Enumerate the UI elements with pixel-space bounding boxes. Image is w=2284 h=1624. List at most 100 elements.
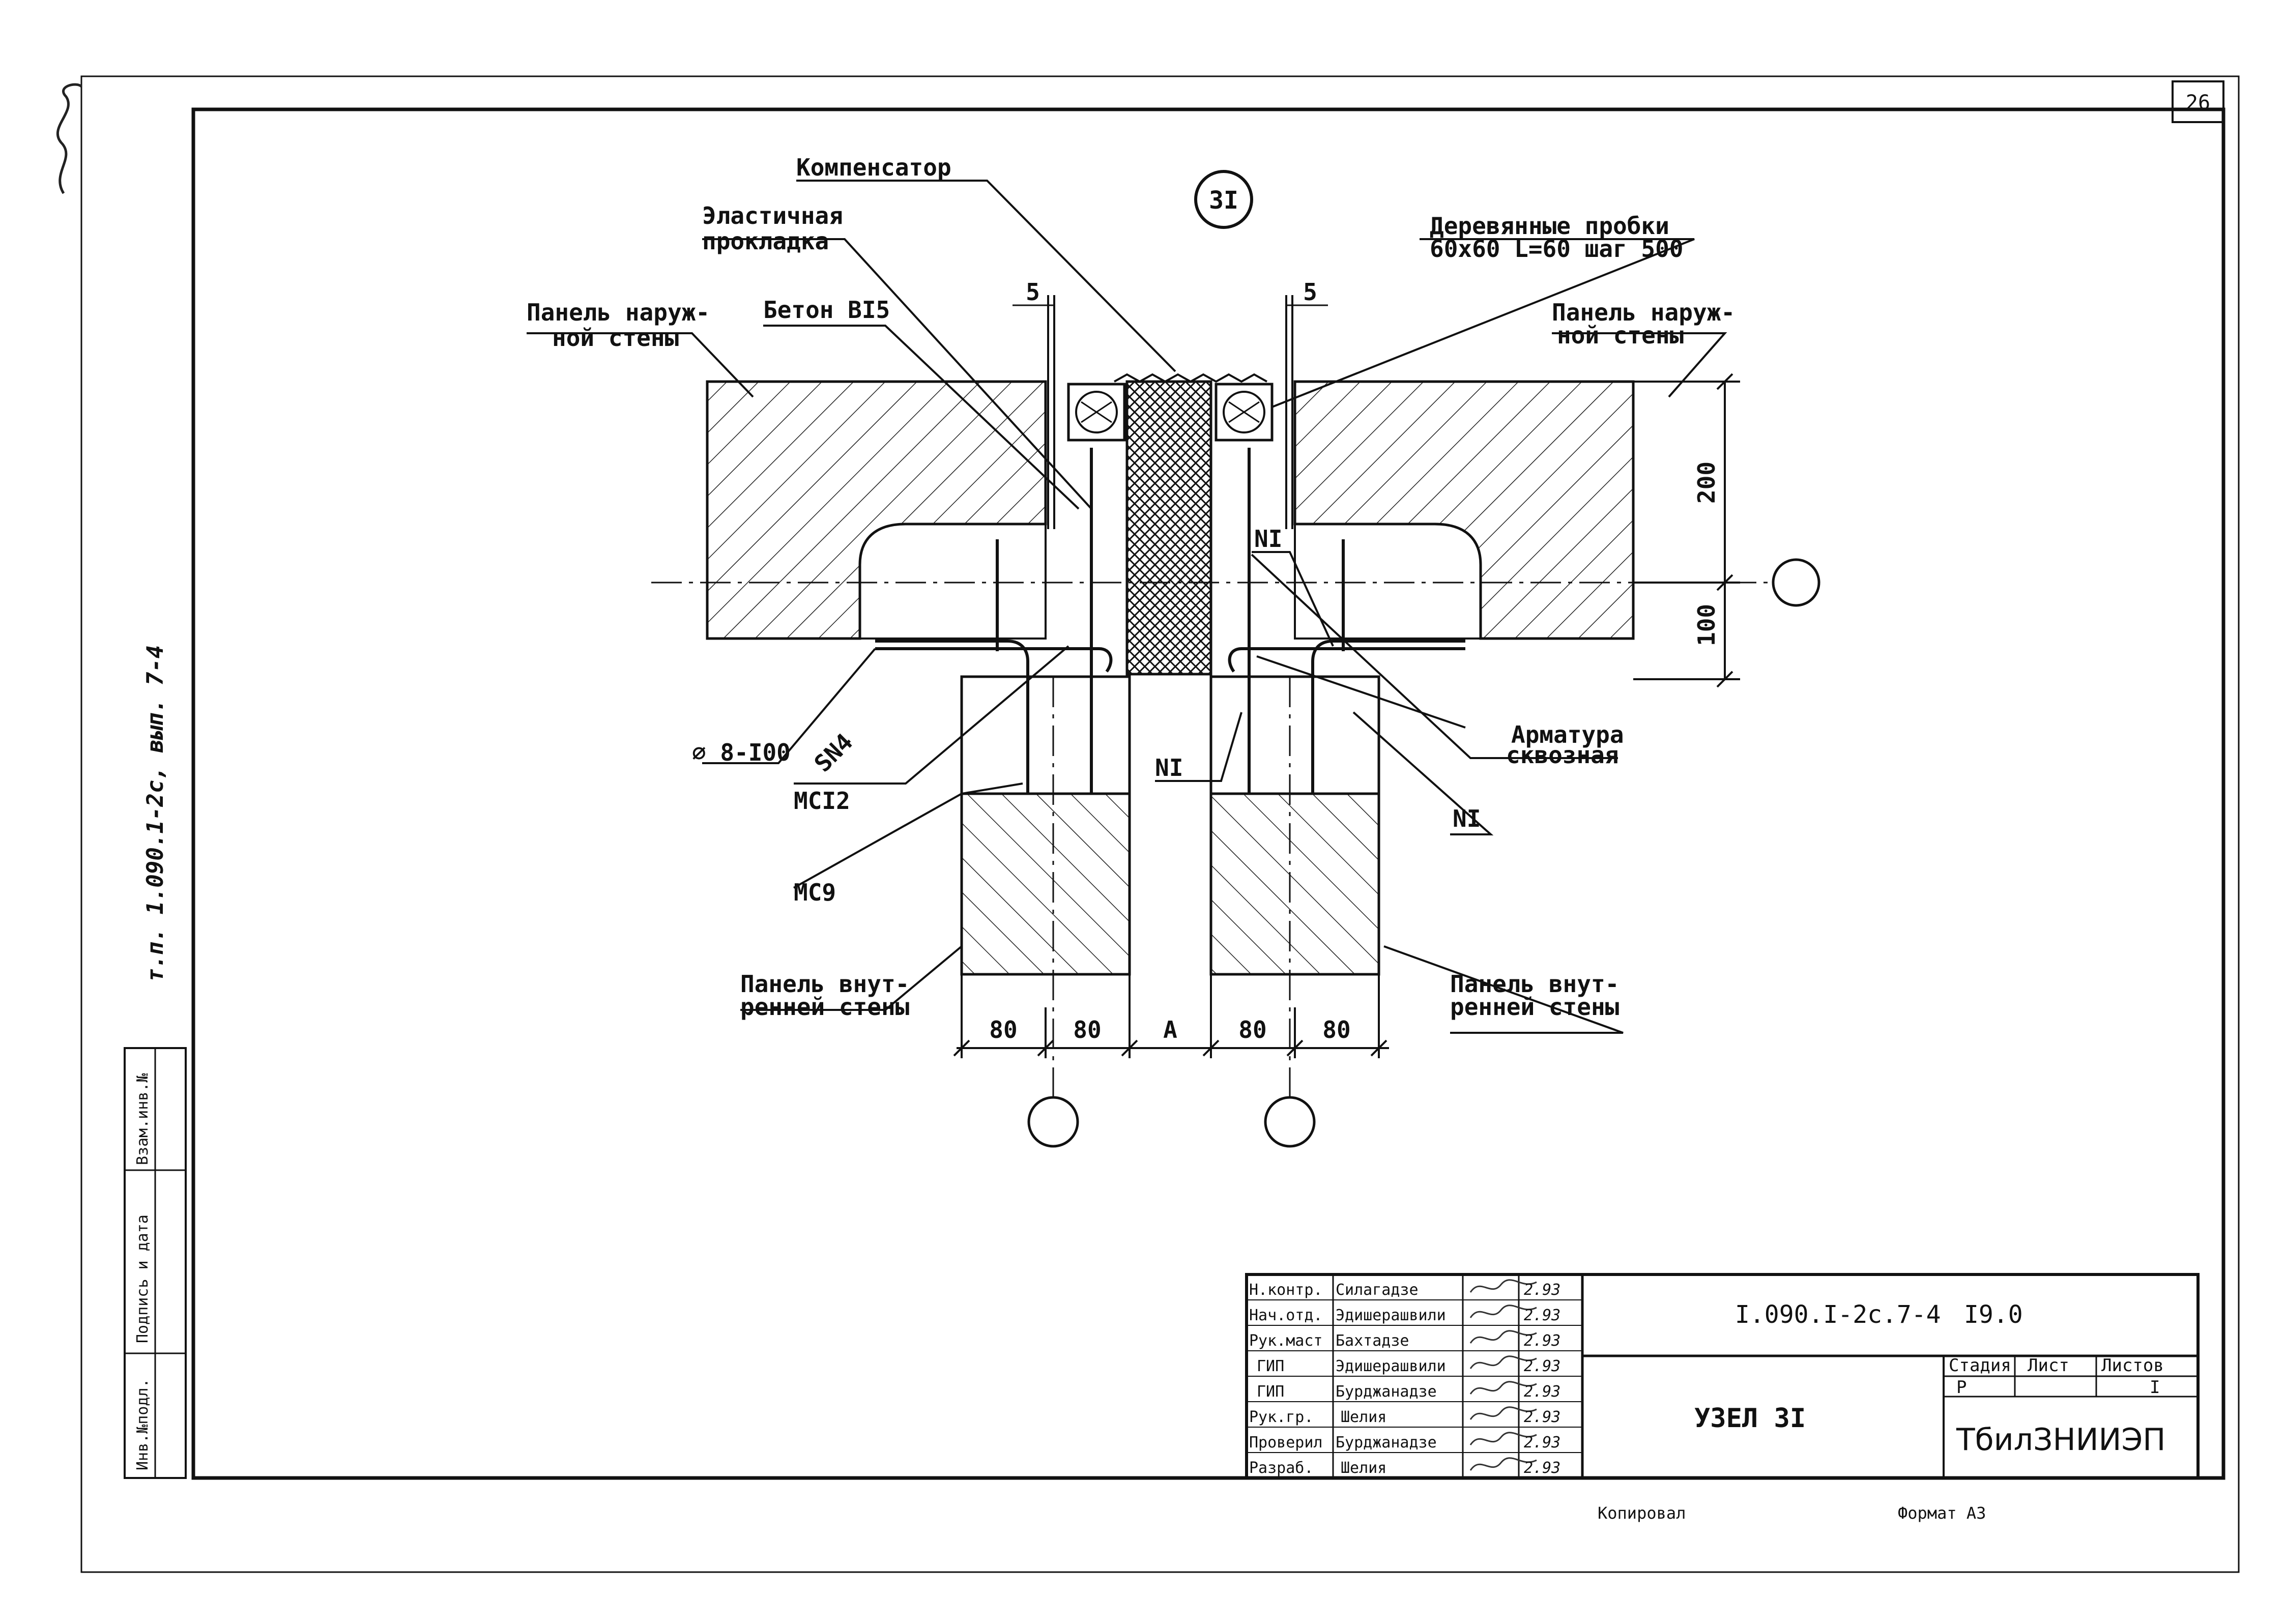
dim-80-2: 80 — [1073, 1016, 1101, 1043]
margin-note: т.п. 1.090.1-2с, вып. 7-4 — [142, 645, 168, 982]
tb-name-6: Бурджанадзе — [1336, 1434, 1437, 1452]
dim-80-1: 80 — [989, 1016, 1017, 1043]
title-block-rows: Н.контр. Нач.отд. Рук.маст ГИП ГИП Рук.г… — [1249, 1279, 1560, 1477]
horizontal-dimensions — [953, 974, 1389, 1058]
inner-wall-panel-left — [960, 675, 1131, 976]
label-compensator: Компенсатор — [796, 154, 951, 181]
label-outer-left-1: Панель наруж- — [527, 299, 710, 326]
node-marker-label: 3I — [1209, 186, 1238, 215]
footer-format: Формат А3 — [1898, 1503, 1986, 1523]
footer-copied: Копировал — [1598, 1503, 1686, 1523]
tb-sheets-header: Листов — [2101, 1355, 2164, 1376]
tb-sign-5 — [1469, 1406, 1537, 1420]
stamp-inv-label: Инв.№подл. — [134, 1378, 152, 1470]
tb-date-5: 2.93 — [1524, 1408, 1560, 1426]
tb-sign-0 — [1469, 1279, 1537, 1293]
tb-organization: ТбилЗНИИЭП — [1956, 1422, 2165, 1458]
tb-name-0: Силагадзе — [1336, 1281, 1419, 1299]
axis-bubble-right — [1772, 558, 1820, 607]
axis-bubble-center — [1264, 1096, 1316, 1148]
left-stamp: Инв.№подл. Подпись и дата Взам.инв.№ — [124, 1047, 187, 1479]
tb-role-6: Проверил — [1249, 1434, 1323, 1452]
tb-stage-value: Р — [1956, 1377, 1967, 1398]
rebar-group — [875, 448, 1465, 794]
concrete-infill-right — [1294, 523, 1482, 640]
concrete-infill-left — [859, 523, 1047, 640]
label-ni-mid: NI — [1155, 754, 1183, 781]
label-outer-right-1: Панель наруж- — [1552, 299, 1735, 326]
tb-date-7: 2.93 — [1524, 1459, 1560, 1477]
tb-name-1: Эдишерашвили — [1336, 1307, 1446, 1324]
label-outer-left-2: ной стены — [552, 324, 679, 352]
tb-name-5: Шелия — [1341, 1408, 1386, 1426]
tb-date-2: 2.93 — [1524, 1332, 1560, 1350]
dim-80-4: 80 — [1322, 1016, 1350, 1043]
tb-sign-2 — [1469, 1330, 1537, 1344]
tb-doc-code: I.090.I-2с.7-4 — [1735, 1300, 1941, 1329]
tb-name-7: Шелия — [1341, 1459, 1386, 1477]
gap-left-dim: 5 — [1026, 278, 1040, 306]
stamp-replace-label: Взам.инв.№ — [134, 1073, 152, 1165]
tb-sign-7 — [1469, 1457, 1537, 1471]
stamp-signature-label: Подпись и дата — [134, 1214, 152, 1343]
tb-date-4: 2.93 — [1524, 1383, 1560, 1401]
label-elastic-1: Эластичная — [702, 202, 843, 229]
title-block — [1245, 1273, 2200, 1480]
label-ni-top: NI — [1254, 525, 1282, 553]
outer-wall-panel-left — [706, 380, 1047, 640]
label-ni-right: NI — [1453, 805, 1481, 832]
label-rebar-2: сквозная — [1506, 741, 1619, 769]
tb-role-1: Нач.отд. — [1249, 1307, 1323, 1324]
label-inner-left-1: Панель внут- — [740, 970, 909, 998]
tb-sheet-header: Лист — [2028, 1355, 2069, 1376]
label-concrete: Бетон BI5 — [763, 296, 890, 324]
dim-a: A — [1163, 1016, 1177, 1043]
label-sn4: SN4 — [809, 728, 858, 777]
tb-title: УЗЕЛ 3I — [1694, 1403, 1806, 1434]
label-inner-right-2: ренней стены — [1450, 993, 1619, 1021]
tb-name-4: Бурджанадзе — [1336, 1383, 1437, 1401]
tb-role-7: Разраб. — [1249, 1459, 1313, 1477]
node-marker-circle — [1194, 170, 1253, 229]
inner-wall-panel-right — [1209, 675, 1380, 976]
tb-name-2: Бахтадзе — [1336, 1332, 1409, 1350]
outer-border — [80, 75, 2240, 1573]
compensator-wave — [1114, 373, 1267, 383]
tb-role-2: Рук.маст — [1249, 1332, 1323, 1350]
label-wood-plugs-2: 60х60 L=60 шаг 500 — [1430, 235, 1684, 263]
outer-wall-panel-right — [1293, 380, 1635, 640]
dim-200: 200 — [1693, 461, 1720, 504]
label-inner-right-1: Панель внут- — [1450, 970, 1619, 998]
label-mc9: MC9 — [794, 879, 836, 906]
label-mc12: MCI2 — [794, 787, 850, 815]
label-bar-spec: ⌀ 8-I00 — [692, 739, 791, 766]
label-outer-right-2: ной стены — [1557, 322, 1684, 349]
tb-sign-1 — [1469, 1304, 1537, 1318]
compensator-block — [1125, 380, 1212, 676]
tb-sheets-value: I — [2150, 1377, 2160, 1398]
tb-role-5: Рук.гр. — [1249, 1408, 1313, 1426]
tb-role-4: ГИП — [1257, 1383, 1284, 1401]
tb-stage-header: Стадия — [1949, 1355, 2011, 1376]
signature-mark — [56, 83, 82, 194]
tb-date-1: 2.93 — [1524, 1307, 1560, 1324]
label-rebar-1: Арматура — [1511, 721, 1624, 748]
page-number-box — [2172, 80, 2224, 123]
dim-80-3: 80 — [1238, 1016, 1266, 1043]
tb-doc-index: I9.0 — [1964, 1300, 2023, 1329]
vertical-dimensions — [1633, 373, 1740, 688]
tb-date-6: 2.93 — [1524, 1434, 1560, 1452]
tb-sign-3 — [1469, 1355, 1537, 1369]
wooden-plug-left — [1067, 383, 1126, 442]
tb-sign-4 — [1469, 1381, 1537, 1395]
leader-lines — [527, 180, 1727, 1034]
axis-bubble-left — [1027, 1096, 1079, 1148]
wooden-plug-right — [1215, 383, 1274, 442]
dim-100: 100 — [1693, 604, 1720, 646]
tb-sign-6 — [1469, 1432, 1537, 1445]
page-number: 26 — [2186, 91, 2210, 114]
label-elastic-2: прокладка — [702, 227, 829, 255]
tb-name-3: Эдишерашвили — [1336, 1357, 1446, 1375]
